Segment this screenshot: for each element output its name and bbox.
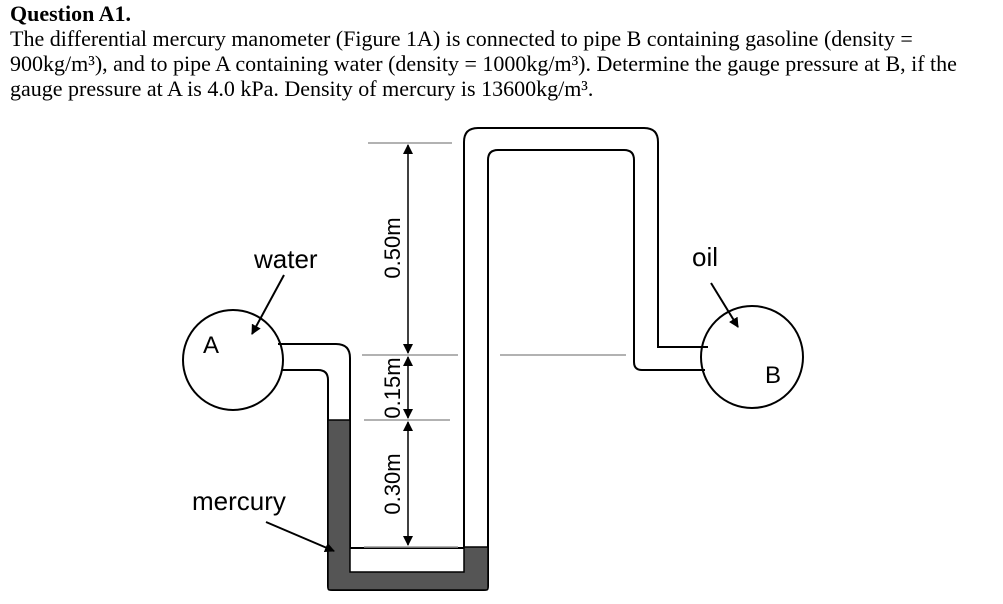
- water-label: water: [253, 244, 318, 274]
- dimension-label-middle: 0.15m: [380, 357, 405, 418]
- water-pointer: [251, 274, 285, 335]
- mercury-label: mercury: [192, 486, 286, 516]
- mercury-pointer: [265, 521, 335, 553]
- dimension-label-top: 0.50m: [380, 217, 405, 278]
- manometer-tube-outer: [278, 127, 708, 549]
- mercury-fill: [327, 419, 489, 591]
- oil-pointer: [710, 282, 739, 328]
- manometer-tube-inner: [282, 149, 705, 591]
- question-block: Question A1. The differential mercury ma…: [10, 1, 995, 102]
- pipe-a-label: A: [203, 332, 219, 359]
- pipe-b-label: B: [765, 362, 781, 389]
- question-heading: Question A1.: [10, 1, 132, 26]
- oil-label: oil: [692, 242, 718, 272]
- pipe-b-bulb: [700, 305, 804, 409]
- pipe-a-bulb: [182, 309, 284, 411]
- dimension-label-bottom: 0.30m: [380, 453, 405, 514]
- question-text: The differential mercury manometer (Figu…: [10, 26, 957, 101]
